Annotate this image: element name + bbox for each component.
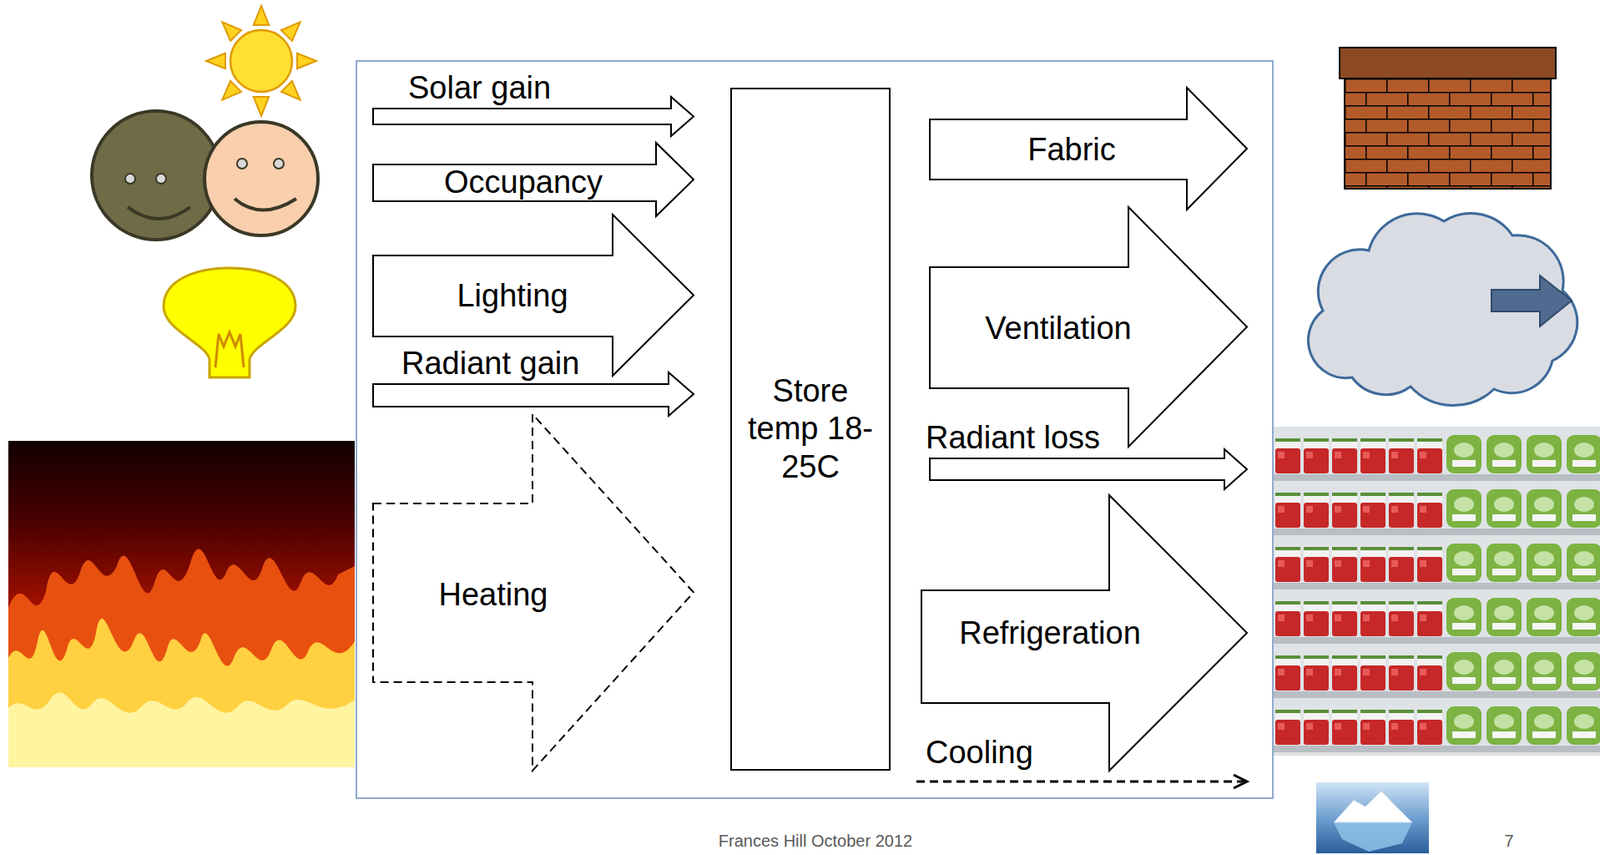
sun-ray: [281, 21, 301, 41]
dashed-line: [916, 780, 1244, 783]
air-arrow: [1491, 275, 1572, 327]
arrow-label: Occupancy: [444, 164, 603, 202]
block-arrow: [373, 142, 694, 217]
bulb-glass: [163, 267, 296, 378]
sun-icon: [206, 5, 317, 117]
label-holder: 7: [1494, 831, 1525, 851]
iceberg: [1333, 790, 1413, 823]
smile: [234, 198, 297, 211]
sun-ray: [253, 96, 269, 117]
sun-ray: [297, 53, 317, 69]
text-holder: Store temp 18-25C: [731, 89, 889, 769]
dashed-block-arrow: [373, 413, 694, 771]
cooling-arrow: [916, 774, 1247, 788]
text-holder: Occupancy: [314, 149, 732, 217]
footer-credit: Frances Hill October 2012: [648, 831, 983, 851]
shelf-edge: [1273, 745, 1600, 753]
text-holder: Heating: [284, 561, 702, 629]
sun-ray: [253, 5, 269, 26]
block-arrow: [929, 87, 1247, 210]
block-arrow: [929, 206, 1247, 447]
flow-arrow: Solar gain: [369, 66, 697, 140]
eye: [156, 173, 167, 184]
arrow-label: Lighting: [456, 277, 568, 315]
bulb-icon: [163, 267, 296, 378]
fire-picture: [8, 440, 355, 768]
air-icon: [1307, 213, 1577, 406]
eye: [125, 173, 136, 184]
flame: [8, 549, 355, 768]
flame: [8, 618, 355, 768]
page-number: 7: [1494, 831, 1525, 851]
text-holder: Radiant loss: [925, 419, 1101, 457]
flow-label: Cooling: [925, 734, 1034, 772]
shelf-edge: [1273, 528, 1600, 536]
brick-wall: [1344, 78, 1551, 189]
sun-ray: [222, 21, 242, 41]
slide-frame: [356, 60, 1273, 798]
flow-arrow: Occupancy: [369, 139, 697, 220]
eye: [273, 158, 284, 169]
flow-arrow: Radiant loss: [922, 416, 1251, 493]
eye: [237, 158, 248, 169]
flow-arrow: Fabric: [926, 84, 1251, 213]
sun-disc: [230, 30, 293, 92]
text-holder: Fabric: [863, 116, 1281, 184]
arrow-label: Solar gain: [408, 70, 551, 107]
shelf-edge: [1273, 582, 1600, 590]
flame-core: [8, 691, 355, 768]
face: [204, 121, 318, 236]
fire-ground: [8, 440, 355, 768]
cloud: [1307, 213, 1577, 406]
shelf-edge: [1273, 636, 1600, 644]
sun-ray: [222, 80, 242, 101]
arrow-label: Refrigeration: [958, 615, 1141, 652]
shelf-picture: [1273, 426, 1600, 756]
arrow-label: Ventilation: [984, 310, 1131, 348]
filament: [215, 332, 244, 368]
smile: [127, 206, 191, 219]
flow-arrow: Ventilation: [926, 203, 1251, 450]
label-holder: Cooling: [925, 734, 1034, 772]
text-holder: Radiant gain: [401, 345, 580, 383]
block-arrow: [929, 449, 1247, 490]
iceberg-picture: [1316, 782, 1429, 853]
box-label: Store temp 18-25C: [747, 372, 874, 487]
arrow-label: Radiant gain: [401, 345, 580, 383]
text-holder: Lighting: [303, 262, 722, 330]
iceberg-under: [1333, 822, 1413, 852]
sun-ray: [281, 80, 301, 101]
shelf-edge: [1273, 474, 1600, 481]
sea: [1316, 782, 1429, 853]
flow-arrow: Radiant gain: [369, 342, 697, 419]
face: [91, 111, 221, 240]
sun-ray: [206, 53, 226, 69]
text-holder: Ventilation: [849, 295, 1267, 363]
text-holder: Solar gain: [408, 70, 551, 107]
occupants-icon: [91, 111, 318, 240]
arrow-label: Radiant loss: [925, 419, 1101, 457]
arrow-label: Heating: [439, 576, 549, 614]
block-arrow: [921, 494, 1247, 771]
arrow-head: [1233, 774, 1247, 788]
text-holder: Refrigeration: [841, 600, 1259, 667]
store-box: Store temp 18-25C: [730, 87, 891, 771]
wall-cap: [1339, 47, 1556, 79]
label-holder: Frances Hill October 2012: [648, 831, 983, 851]
flow-arrow: Refrigeration: [918, 491, 1251, 774]
arrow-label: Fabric: [1027, 131, 1116, 169]
wall-icon: [1339, 47, 1556, 189]
shelf-edge: [1273, 691, 1600, 698]
flow-arrow: Heating: [369, 410, 697, 774]
